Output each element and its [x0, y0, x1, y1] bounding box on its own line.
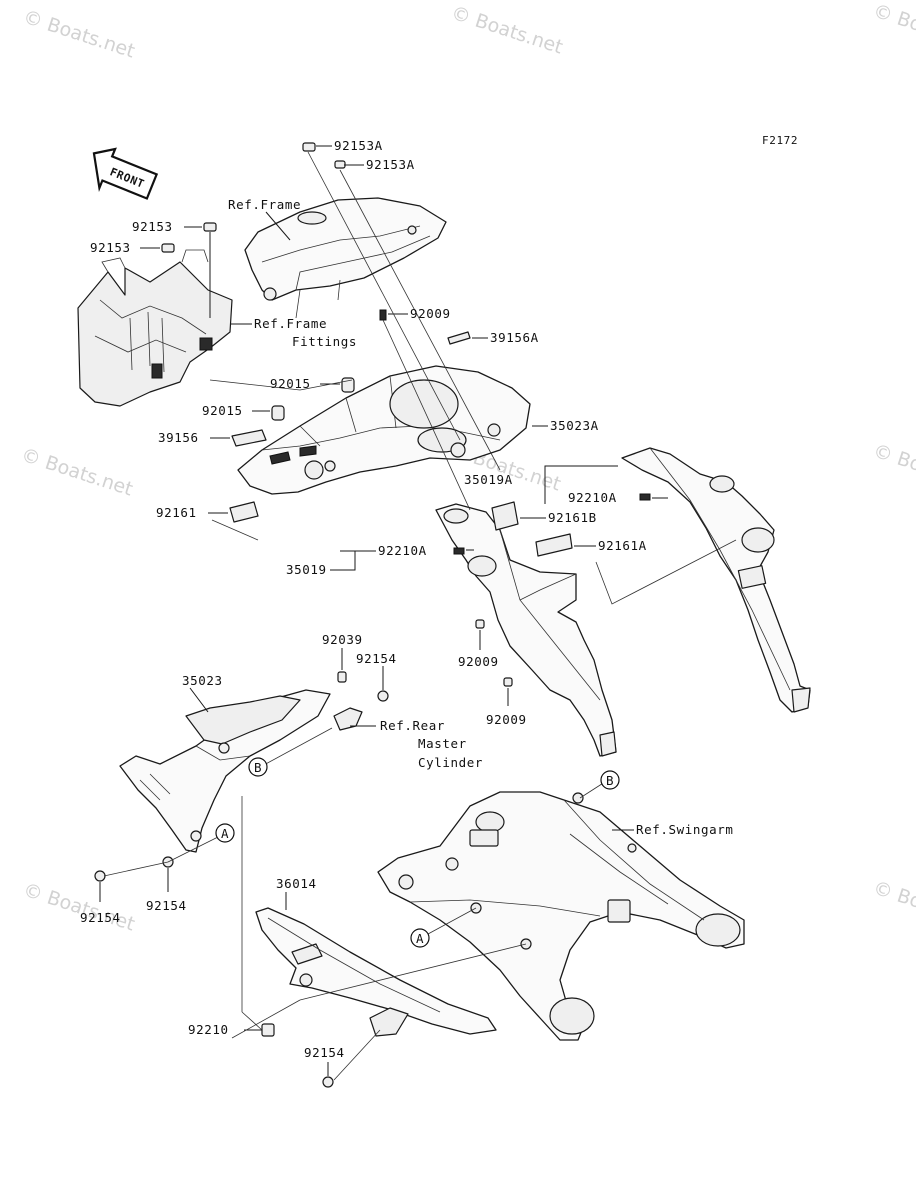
part-label: 92154 [80, 910, 121, 925]
frame-fittings-drawing [77, 249, 233, 407]
chain-guard-35023-drawing [119, 689, 331, 853]
frame-drawing [244, 197, 447, 319]
part-label: 92161B [548, 510, 597, 525]
part-label: 92153A [366, 157, 415, 172]
callout-b-label: B [254, 760, 262, 775]
watermark: © Boats.net [18, 444, 135, 501]
ref-label: Ref.Frame [254, 316, 327, 331]
part-label: 39156 [158, 430, 199, 445]
watermark: © Boats.net [20, 879, 137, 936]
chain-cover-36014-drawing [255, 907, 497, 1037]
part-label: 92161A [598, 538, 647, 553]
hardware-drawing [94, 142, 651, 1088]
watermark: © Boats.net [20, 6, 137, 63]
part-label: 92015 [270, 376, 311, 391]
part-label: 36014 [276, 876, 317, 891]
callout-a-label: A [416, 931, 424, 946]
callout-a-label: A [221, 826, 229, 841]
callout-b-label: B [606, 773, 614, 788]
part-label: 39156A [490, 330, 539, 345]
part-label: 92009 [458, 654, 499, 669]
watermark: © Boats.net [448, 2, 565, 59]
watermark: © Boats.net [870, 0, 916, 57]
part-label: 35019 [286, 562, 327, 577]
front-arrow-icon: FRONT [92, 147, 159, 200]
seat-cowl-35023A-drawing [237, 365, 531, 495]
part-label: 92153A [334, 138, 383, 153]
watermark: © Boats.net [870, 877, 916, 934]
part-label: 92153 [132, 219, 173, 234]
part-label: 92154 [356, 651, 397, 666]
part-label: 92039 [322, 632, 363, 647]
ref-label: Ref.Rear [380, 718, 445, 733]
callout-circles: B A B A [215, 757, 620, 948]
master-cylinder-bracket-drawing [333, 707, 363, 731]
part-label: 92154 [146, 898, 187, 913]
part-label: 92210A [378, 543, 427, 558]
part-label: 92210 [188, 1022, 229, 1037]
part-label: 92210A [568, 490, 617, 505]
rear-frame-35019-drawing [435, 503, 617, 757]
part-label: 92015 [202, 403, 243, 418]
ref-label: Master [418, 736, 467, 751]
ref-label: Ref.Swingarm [636, 822, 734, 837]
part-label: 35019A [464, 472, 513, 487]
leader-lines [99, 145, 737, 1081]
watermark: © Boats.net [870, 440, 916, 497]
rear-frame-inset-drawing [621, 447, 811, 713]
part-label: 35023A [550, 418, 599, 433]
part-label: 92161 [156, 505, 197, 520]
ref-label: Fittings [292, 334, 357, 349]
ref-label: Cylinder [418, 755, 483, 770]
part-label: 92154 [304, 1045, 345, 1060]
figure-code: F2172 [762, 134, 798, 147]
part-label: 92153 [90, 240, 131, 255]
part-label: 35023 [182, 673, 223, 688]
ref-label: Ref.Frame [228, 197, 301, 212]
part-label: 92009 [410, 306, 451, 321]
part-labels: 92153A 92153A Ref.Frame 92153 92153 Ref.… [80, 138, 734, 1060]
pads-drawing [229, 331, 573, 557]
part-label: 92009 [486, 712, 527, 727]
